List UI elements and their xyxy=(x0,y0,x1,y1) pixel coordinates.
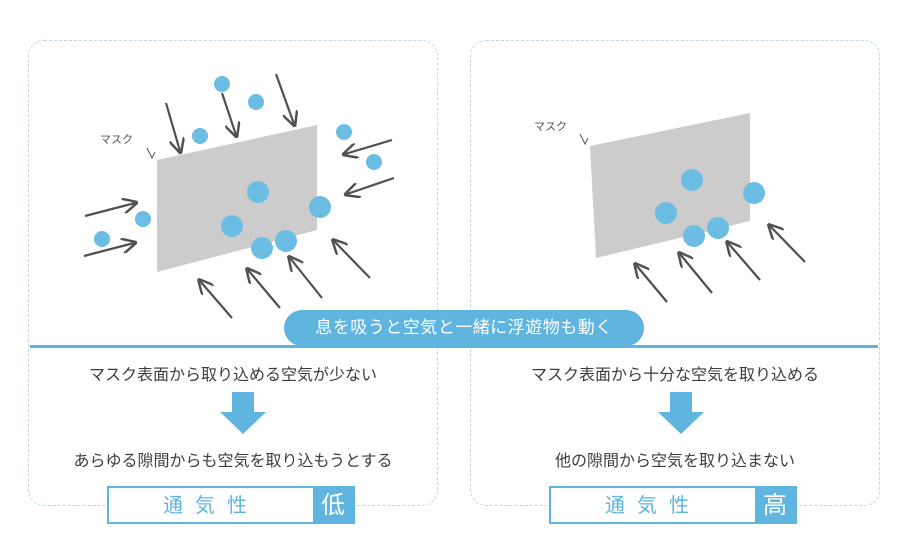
left-particle xyxy=(248,94,264,110)
right-particle xyxy=(683,225,705,247)
left-arrow xyxy=(248,270,281,309)
right-arrow xyxy=(636,265,668,303)
left-arrow xyxy=(274,73,294,124)
left-particle xyxy=(214,76,230,92)
right-mask-label: マスク xyxy=(534,120,567,133)
banner: 息を吸うと空気と一緒に浮遊物も動く xyxy=(284,310,644,346)
right-line1: マスク表面から十分な空気を取り込める xyxy=(530,365,819,384)
right-down-arrow xyxy=(658,392,704,434)
left-particle xyxy=(192,128,208,144)
left-line1: マスク表面から取り込める空気が少ない xyxy=(88,365,377,384)
divider-line xyxy=(30,345,878,348)
right-mask-sheet xyxy=(590,113,750,258)
right-particle xyxy=(655,202,677,224)
right-rating-level: 高 xyxy=(755,488,795,522)
left-rating: 通気性 低 xyxy=(107,486,355,524)
left-mask-label-pointer xyxy=(146,147,156,160)
left-arrow xyxy=(347,176,395,194)
left-arrow xyxy=(345,138,393,154)
left-mask-scene xyxy=(83,73,395,319)
left-arrow xyxy=(290,258,323,299)
right-particle xyxy=(743,182,765,204)
left-particle xyxy=(366,154,382,170)
left-particle xyxy=(309,196,331,218)
left-arrow xyxy=(83,243,134,258)
left-particle xyxy=(275,230,297,252)
left-particle xyxy=(94,231,110,247)
right-particle xyxy=(707,217,729,239)
right-arrow xyxy=(728,243,761,281)
left-arrow xyxy=(334,241,371,279)
left-line2: あらゆる隙間からも空気を取り込もうとする xyxy=(73,451,393,470)
right-arrow xyxy=(680,254,713,294)
right-mask-scene xyxy=(579,113,806,303)
right-rating: 通気性 高 xyxy=(549,486,797,524)
left-particle xyxy=(247,181,269,203)
left-arrow xyxy=(164,102,180,151)
left-rating-label: 通気性 xyxy=(163,493,259,517)
left-arrow xyxy=(84,203,135,218)
left-arrow xyxy=(200,281,233,319)
right-particle xyxy=(681,169,703,191)
left-rating-level: 低 xyxy=(313,488,353,522)
right-arrow xyxy=(770,226,806,263)
left-down-arrow xyxy=(220,392,266,434)
right-line2: 他の隙間から空気を取り込まない xyxy=(554,451,795,470)
left-mask-label: マスク xyxy=(100,133,133,146)
left-particle xyxy=(251,237,273,259)
left-mask-sheet xyxy=(157,125,317,272)
right-rating-label: 通気性 xyxy=(605,493,701,517)
right-mask-label-pointer xyxy=(579,133,589,146)
left-particle xyxy=(221,215,243,237)
left-particle xyxy=(336,124,352,140)
left-particle xyxy=(135,211,151,227)
left-arrow xyxy=(220,92,236,135)
